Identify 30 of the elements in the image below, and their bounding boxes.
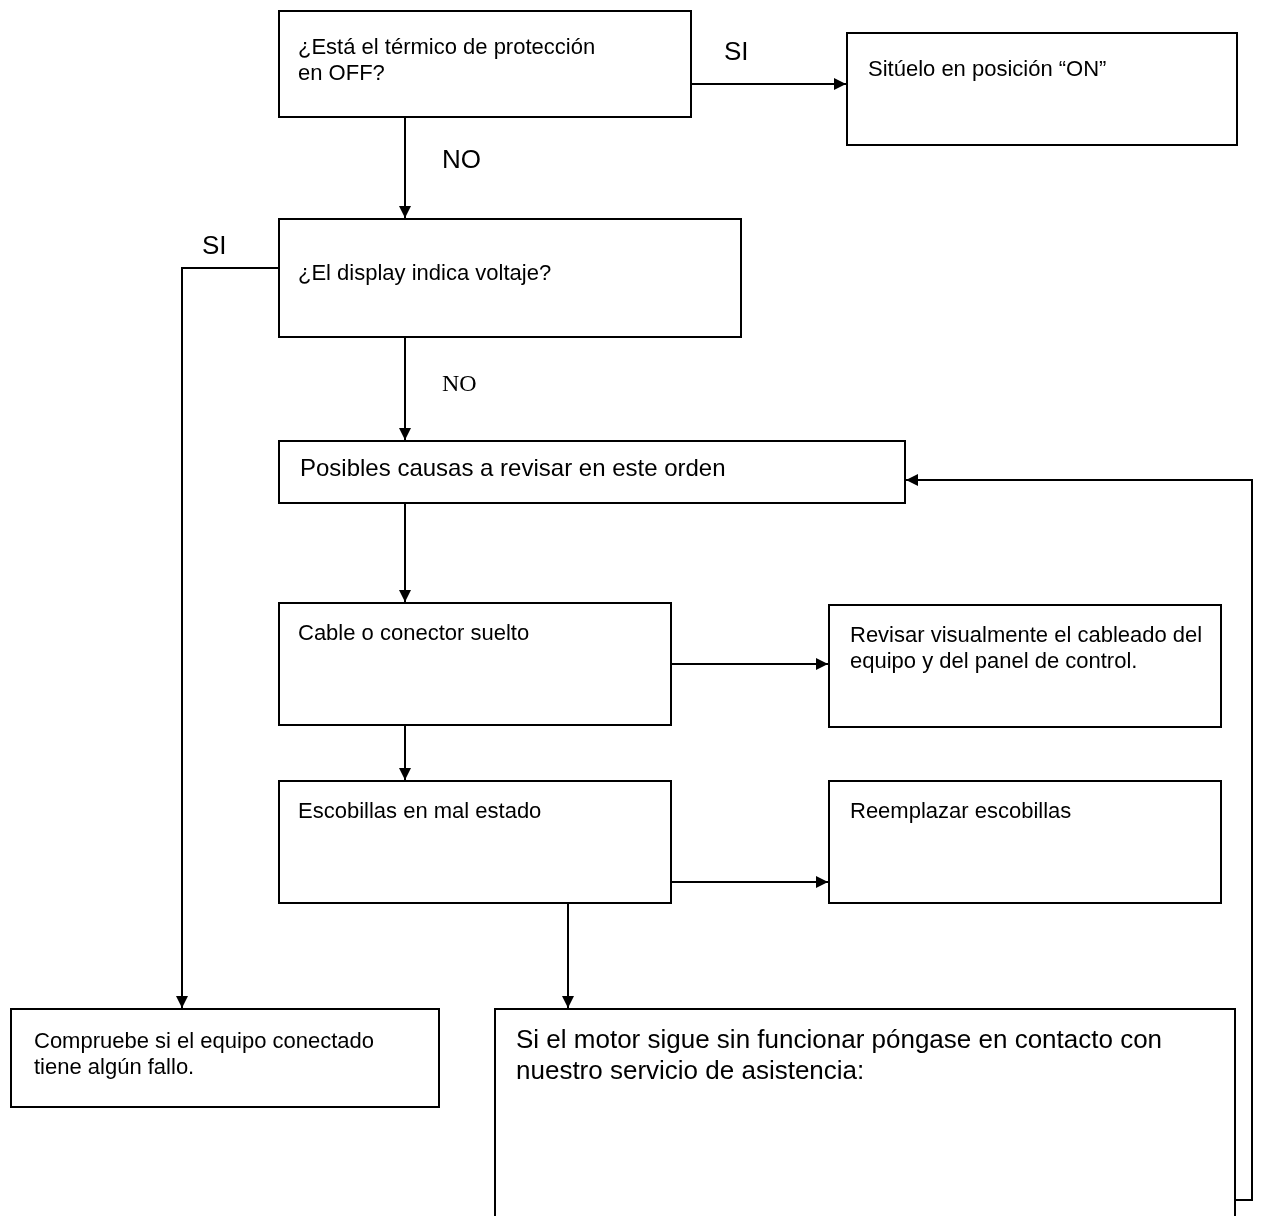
process-box: [278, 440, 906, 504]
box-text: Escobillas en mal estado: [298, 798, 543, 825]
arrow: [671, 658, 829, 670]
arrow: [671, 876, 829, 888]
box-text: Posibles causas a revisar en este orden: [300, 454, 727, 483]
arrow: [399, 503, 411, 603]
process-box: [278, 218, 742, 338]
box-text: Compruebe si el equipo conectado tiene algún fallo.: [34, 1028, 375, 1081]
process-box: [828, 780, 1222, 904]
process-box: [828, 604, 1222, 728]
arrow: [562, 903, 574, 1009]
process-box: [846, 32, 1238, 146]
arrow: [905, 474, 1253, 1201]
arrow: [399, 117, 411, 219]
box-text: Si el motor sigue sin funcionar póngase en contacto con nuestro servicio de asistencia:: [516, 1024, 1164, 1087]
arrow: [399, 337, 411, 441]
arrow: [176, 267, 279, 1009]
box-text: ¿El display indica voltaje?: [298, 260, 553, 287]
process-box: [278, 602, 672, 726]
box-text: Revisar visualmente el cableado del equipo y del panel de control.: [850, 622, 1204, 675]
arrow: [691, 78, 847, 90]
process-box: [494, 1008, 1236, 1216]
arrow: [399, 725, 411, 781]
process-box: [278, 780, 672, 904]
process-box: [278, 10, 692, 118]
process-box: [10, 1008, 440, 1108]
box-text: Sitúelo en posición “ON”: [868, 56, 1108, 83]
box-text: ¿Está el térmico de protección en OFF?: [298, 34, 597, 87]
box-text: Reemplazar escobillas: [850, 798, 1073, 825]
box-text: Cable o conector suelto: [298, 620, 531, 647]
